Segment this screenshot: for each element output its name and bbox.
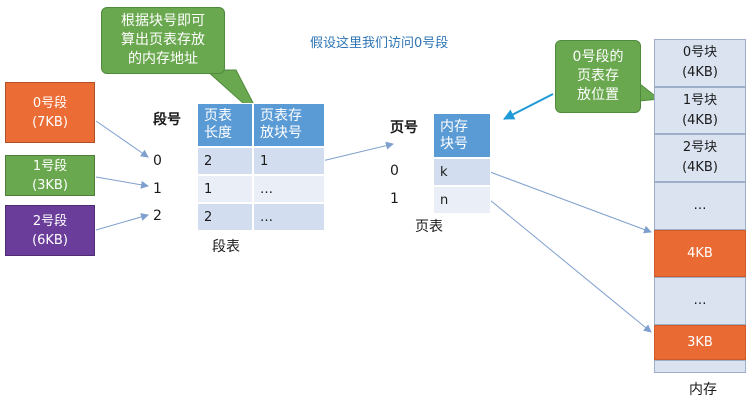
- memory-block-ellipsis: …: [654, 182, 746, 230]
- memory-block-free: [654, 360, 746, 373]
- memory-block-line: (4KB): [682, 160, 718, 175]
- page-title: 假设这里我们访问0号段: [310, 36, 449, 51]
- segment-table-cell: 2: [197, 203, 253, 231]
- header-line: 页表存: [260, 108, 302, 124]
- segment-size: (6KB): [32, 232, 68, 248]
- page-table-caption: 页表: [415, 219, 443, 235]
- page-table-header: 内存 块号: [433, 113, 491, 158]
- segment-table-caption: 段表: [212, 239, 240, 255]
- callout-line: 算出页表存放: [121, 32, 205, 48]
- segment-number-header: 段号: [153, 112, 181, 128]
- page-table-cell: k: [433, 158, 491, 186]
- callout-line: 0号段的: [572, 49, 624, 65]
- segment-index-0: 0: [153, 153, 162, 169]
- header-line: 长度: [204, 125, 232, 141]
- memory-block-line: (4KB): [682, 65, 718, 80]
- segment-lookup-callout: 根据块号即可 算出页表存放 的内存地址: [101, 7, 225, 74]
- page-table-cell: n: [433, 186, 491, 214]
- segment-name: 1号段: [32, 158, 68, 174]
- memory-block-ellipsis-2: …: [654, 277, 746, 325]
- header-line: 内存: [440, 118, 468, 135]
- header-line: 块号: [440, 135, 468, 152]
- segment-1-box: 1号段 (3KB): [5, 155, 95, 196]
- segment-index-2: 2: [153, 208, 162, 224]
- memory-caption: 内存: [689, 382, 717, 398]
- segment-1-arrow: [95, 176, 149, 189]
- segment-name: 0号段: [32, 95, 68, 111]
- memory-block-1: 1号块 (4KB): [654, 87, 746, 134]
- memory-block-line: …: [693, 293, 707, 308]
- memory-block-line: 2号块: [682, 140, 718, 155]
- segment-0-box: 0号段 (7KB): [5, 82, 95, 143]
- callout-line: 的内存地址: [128, 51, 198, 67]
- segment-2-box: 2号段 (6KB): [5, 205, 95, 256]
- segment-table-cell: …: [253, 175, 325, 203]
- block-to-page-table-arrow: [321, 141, 394, 162]
- page-1-to-memory-arrow: [489, 199, 652, 333]
- segment-table-cell: 1: [253, 147, 325, 175]
- callout-line: 放位置: [577, 87, 619, 103]
- memory-block-4kb: 4KB: [654, 230, 746, 277]
- segment-table-header-length: 页表 长度: [197, 103, 253, 147]
- page-number-header: 页号: [390, 120, 418, 136]
- segment-2-arrow: [95, 213, 149, 231]
- memory-block-0: 0号块 (4KB): [654, 39, 746, 87]
- memory-block-line: 0号块: [682, 45, 718, 60]
- memory-block-2: 2号块 (4KB): [654, 134, 746, 182]
- memory-block-line: (4KB): [682, 112, 718, 128]
- page-index-0: 0: [390, 163, 399, 179]
- page-table-location-callout: 0号段的 页表存 放位置: [555, 40, 641, 113]
- segment-table-cell: 1: [197, 175, 253, 203]
- memory-block-line: …: [693, 198, 707, 213]
- segment-0-arrow: [95, 120, 149, 158]
- header-line: 页表: [204, 108, 232, 124]
- segment-index-1: 1: [153, 181, 162, 197]
- segment-name: 2号段: [32, 213, 68, 229]
- segment-size: (3KB): [32, 177, 68, 193]
- memory-block-line: 4KB: [687, 245, 713, 261]
- callout-line: 根据块号即可: [121, 13, 205, 29]
- segment-table-cell: 2: [197, 147, 253, 175]
- page-0-to-memory-arrow: [489, 171, 652, 234]
- callout-pointer-arrow: [503, 93, 554, 120]
- memory-block-line: 3KB: [687, 334, 713, 350]
- segment-table-header-block: 页表存 放块号: [253, 103, 325, 147]
- header-line: 放块号: [260, 125, 302, 141]
- page-index-1: 1: [390, 191, 399, 207]
- segment-size: (7KB): [32, 114, 68, 130]
- callout-line: 页表存: [577, 68, 619, 84]
- memory-block-3kb: 3KB: [654, 325, 746, 360]
- segment-table-cell: …: [253, 203, 325, 231]
- memory-block-line: 1号块: [682, 92, 718, 108]
